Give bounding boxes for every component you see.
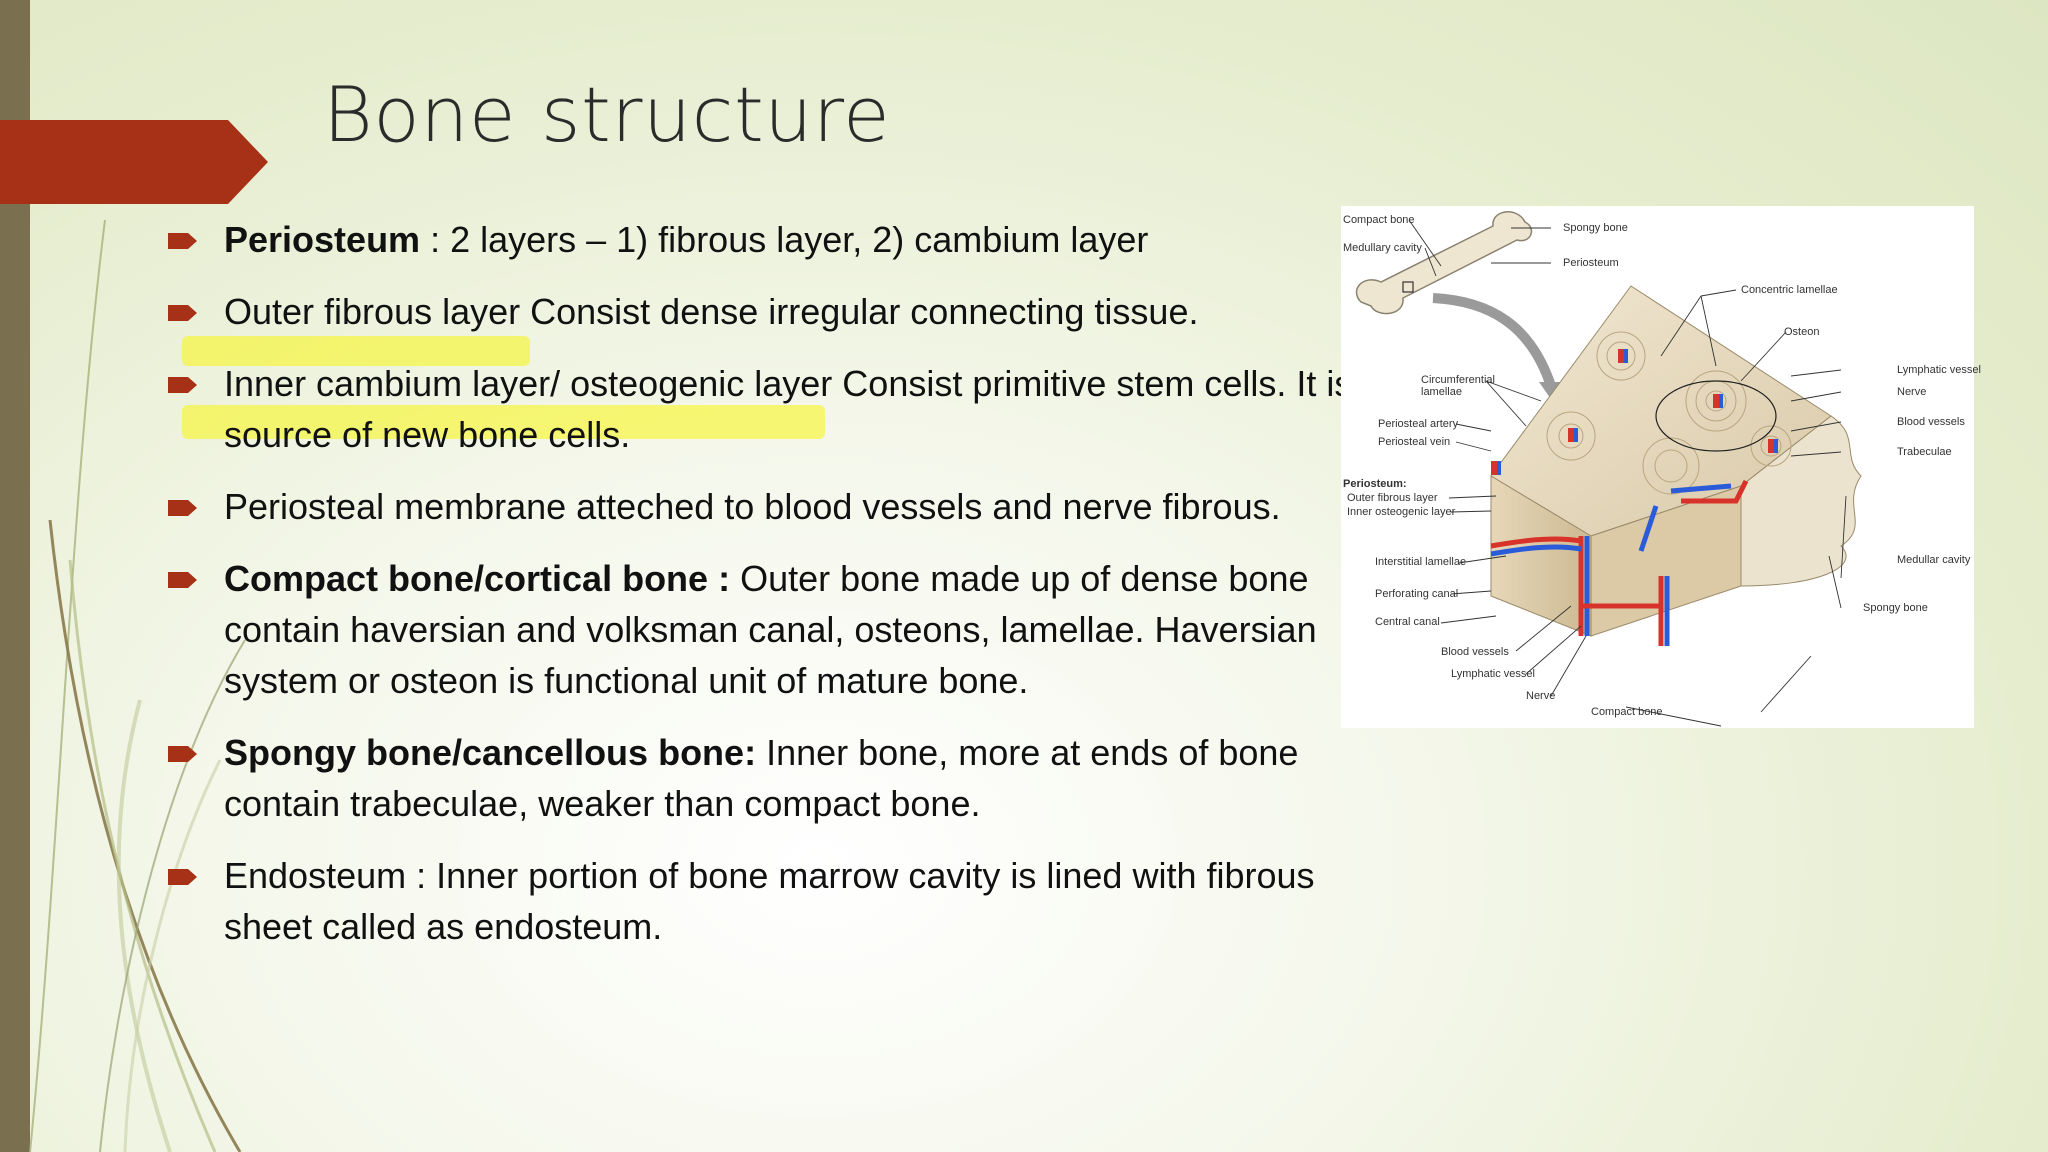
bullet-text: Periosteal membrane atteched to blood ve… xyxy=(224,486,1281,527)
highlight-mark xyxy=(182,405,825,439)
bullet-text: Endosteum : Inner portion of bone marrow… xyxy=(224,855,1315,947)
highlight-mark xyxy=(182,336,530,366)
bullet-text: Inner cambium layer/ osteogenic layer Co… xyxy=(224,363,1353,455)
bullet-text: Outer fibrous layer Consist dense irregu… xyxy=(224,291,1199,332)
bullet-text: Outer bone made up of dense bone contain… xyxy=(224,558,1317,701)
bullet-term: Periosteum xyxy=(224,219,421,260)
arrow-bullet-icon xyxy=(168,572,197,588)
bone-diagram-drawing xyxy=(1355,211,1862,727)
bullet-periosteal-membrane: Periosteal membrane atteched to blood ve… xyxy=(168,481,1368,532)
slide-title: Bone structure xyxy=(323,70,891,159)
bullet-inner-cambium-layer: Inner cambium layer/ osteogenic layer Co… xyxy=(168,358,1368,460)
label-lymphatic-vessel-bottom: Lymphatic vessel xyxy=(1451,668,1535,680)
bullet-spongy-bone: Spongy bone/cancellous bone: Inner bone,… xyxy=(168,727,1368,829)
label-periosteum-top: Periosteum xyxy=(1563,257,1619,269)
label-osteon: Osteon xyxy=(1784,326,1820,338)
label-compact-bone-bottom: Compact bone xyxy=(1591,706,1663,718)
label-circumferential-lamellae: Circumferential lamellae xyxy=(1421,374,1495,398)
bullet-term: Compact bone/cortical bone : xyxy=(224,558,731,599)
label-periosteum-heading: Periosteum: xyxy=(1343,478,1407,490)
arrow-bullet-icon xyxy=(168,500,197,516)
label-nerve-right: Nerve xyxy=(1897,386,1927,398)
label-periosteal-artery: Periosteal artery xyxy=(1378,418,1459,430)
bullet-endosteum: Endosteum : Inner portion of bone marrow… xyxy=(168,850,1368,952)
label-central-canal: Central canal xyxy=(1375,616,1440,628)
label-lymphatic-vessel-right: Lymphatic vessel xyxy=(1897,364,1981,376)
label-outer-fibrous-layer: Outer fibrous layer xyxy=(1347,492,1438,504)
label-nerve-bottom: Nerve xyxy=(1526,690,1556,702)
bone-structure-diagram: Compact bone Medullary cavity Spongy bon… xyxy=(1341,206,1981,728)
bullet-term: Spongy bone/cancellous bone: xyxy=(224,732,757,773)
label-blood-vessels-right: Blood vessels xyxy=(1897,416,1965,428)
bullet-outer-fibrous-layer: Outer fibrous layer Consist dense irregu… xyxy=(168,286,1368,337)
bullet-text: Inner bone, more at ends of bone contain… xyxy=(224,732,1299,824)
label-periosteal-vein: Periosteal vein xyxy=(1378,436,1451,448)
label-interstitial-lamellae: Interstitial lamellae xyxy=(1375,556,1467,568)
label-concentric-lamellae: Concentric lamellae xyxy=(1741,284,1838,296)
arrow-bullet-icon xyxy=(168,233,197,249)
decorative-curves xyxy=(29,219,246,1152)
label-compact-bone-top: Compact bone xyxy=(1343,214,1415,226)
label-medullary-cavity: Medullary cavity xyxy=(1343,242,1422,254)
arrow-bullet-icon xyxy=(168,377,197,393)
bullet-periosteum: Periosteum : 2 layers – 1) fibrous layer… xyxy=(168,214,1368,265)
label-perforating-canal: Perforating canal xyxy=(1375,588,1459,600)
label-medullar-cavity: Medullar cavity xyxy=(1897,554,1971,566)
bullet-compact-bone: Compact bone/cortical bone : Outer bone … xyxy=(168,553,1368,706)
bullet-text: : 2 layers – 1) fibrous layer, 2) cambiu… xyxy=(420,219,1149,260)
arrow-bullet-icon xyxy=(168,869,197,885)
label-trabeculae: Trabeculae xyxy=(1897,446,1952,458)
title-accent-arrow xyxy=(0,120,268,204)
bullet-list: Periosteum : 2 layers – 1) fibrous layer… xyxy=(168,214,1368,952)
label-spongy-bone-top: Spongy bone xyxy=(1563,222,1628,234)
arrow-bullet-icon xyxy=(168,305,197,321)
label-inner-osteogenic-layer: Inner osteogenic layer xyxy=(1347,506,1456,518)
label-spongy-bone-right: Spongy bone xyxy=(1863,602,1928,614)
arrow-bullet-icon xyxy=(168,746,197,762)
label-blood-vessels-bottom: Blood vessels xyxy=(1441,646,1509,658)
